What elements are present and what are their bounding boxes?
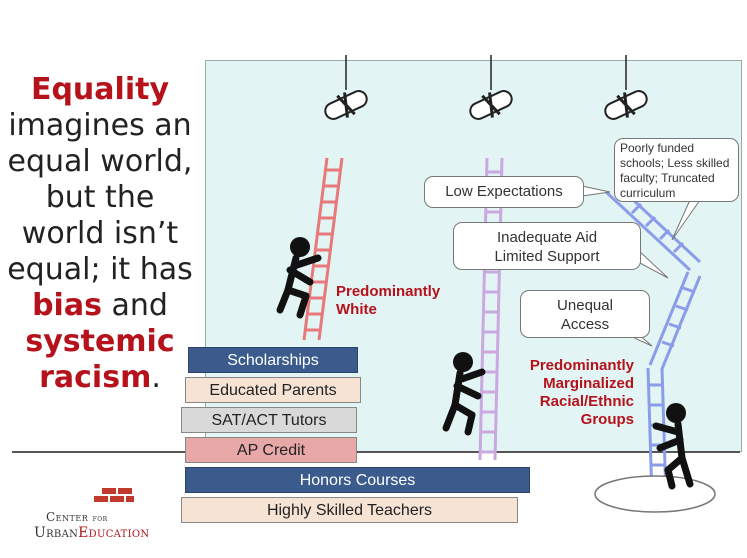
logo-mark-icon xyxy=(94,488,134,502)
headline-bias: bias xyxy=(32,288,102,323)
diploma-icon xyxy=(604,90,648,120)
label-line: Predominantly xyxy=(529,357,634,374)
logo-education: Education xyxy=(78,525,150,541)
logo-line-1: Center for xyxy=(46,510,108,524)
headline-racism: racism xyxy=(39,360,152,395)
climber-figure-bottom xyxy=(652,403,694,490)
block-educated-parents: Educated Parents xyxy=(185,377,361,403)
label-predominantly-white: Predominantly White xyxy=(336,283,440,319)
label-line: White xyxy=(336,301,377,318)
callout-tail xyxy=(637,248,669,279)
label-line: Groups xyxy=(580,411,634,428)
block-honors-courses: Honors Courses xyxy=(185,467,530,493)
logo-urban: Urban xyxy=(34,525,79,541)
callout-tail xyxy=(581,185,611,197)
headline-line: equal world, xyxy=(7,144,193,179)
logo-for: for xyxy=(92,514,108,524)
label-marginalized-groups: Predominantly Marginalized Racial/Ethnic… xyxy=(512,357,634,429)
callout-line: curriculum xyxy=(620,186,676,200)
callout-poorly-funded: Poorly funded schools; Less skilled facu… xyxy=(614,138,739,202)
block-sat-act-tutors: SAT/ACT Tutors xyxy=(181,407,357,433)
block-scholarships: Scholarships xyxy=(188,347,358,373)
label-line: Predominantly xyxy=(336,283,441,300)
climber-figure-white xyxy=(276,237,322,319)
climber-figure-middle xyxy=(442,352,486,436)
headline-line: equal; it has xyxy=(7,252,193,287)
label-line: Racial/Ethnic xyxy=(539,393,634,410)
diploma-icon xyxy=(469,90,513,120)
headline-line: but the xyxy=(45,180,155,215)
headline-line: bias and xyxy=(0,288,200,324)
floor-line xyxy=(12,451,740,453)
headline-line: world isn’t xyxy=(21,216,179,251)
headline-period: . xyxy=(151,360,161,395)
pit-hole xyxy=(594,475,716,513)
callout-low-expectations: Low Expectations xyxy=(424,176,584,208)
logo-line-2: UrbanEducation xyxy=(34,525,149,541)
headline-line: racism. xyxy=(0,360,200,396)
logo-center: Center xyxy=(46,510,89,524)
center-for-urban-education-logo: Center for UrbanEducation xyxy=(32,488,182,548)
headline: Equality imagines an equal world, but th… xyxy=(0,72,200,396)
callout-line: faculty; Truncated xyxy=(620,171,715,185)
diploma-icon xyxy=(324,90,368,120)
callout-line: Limited Support xyxy=(494,248,600,265)
block-highly-skilled-teachers: Highly Skilled Teachers xyxy=(181,497,518,523)
callout-line: Access xyxy=(560,316,610,333)
label-line: Marginalized xyxy=(543,375,634,392)
callout-unequal-access: Unequal Access xyxy=(520,290,650,338)
callout-line: Unequal xyxy=(557,297,613,314)
headline-systemic: systemic xyxy=(25,324,175,359)
callout-tail xyxy=(671,199,701,241)
callout-line: Inadequate Aid xyxy=(496,229,598,246)
block-ap-credit: AP Credit xyxy=(185,437,357,463)
headline-equality: Equality xyxy=(30,72,170,107)
callout-inadequate-aid: Inadequate Aid Limited Support xyxy=(453,222,641,270)
headline-line: imagines an xyxy=(8,108,192,143)
red-ladder xyxy=(302,157,344,341)
headline-and: and xyxy=(101,288,168,323)
callout-line: Poorly funded xyxy=(620,141,695,155)
callout-line: schools; Less skilled xyxy=(620,156,730,170)
